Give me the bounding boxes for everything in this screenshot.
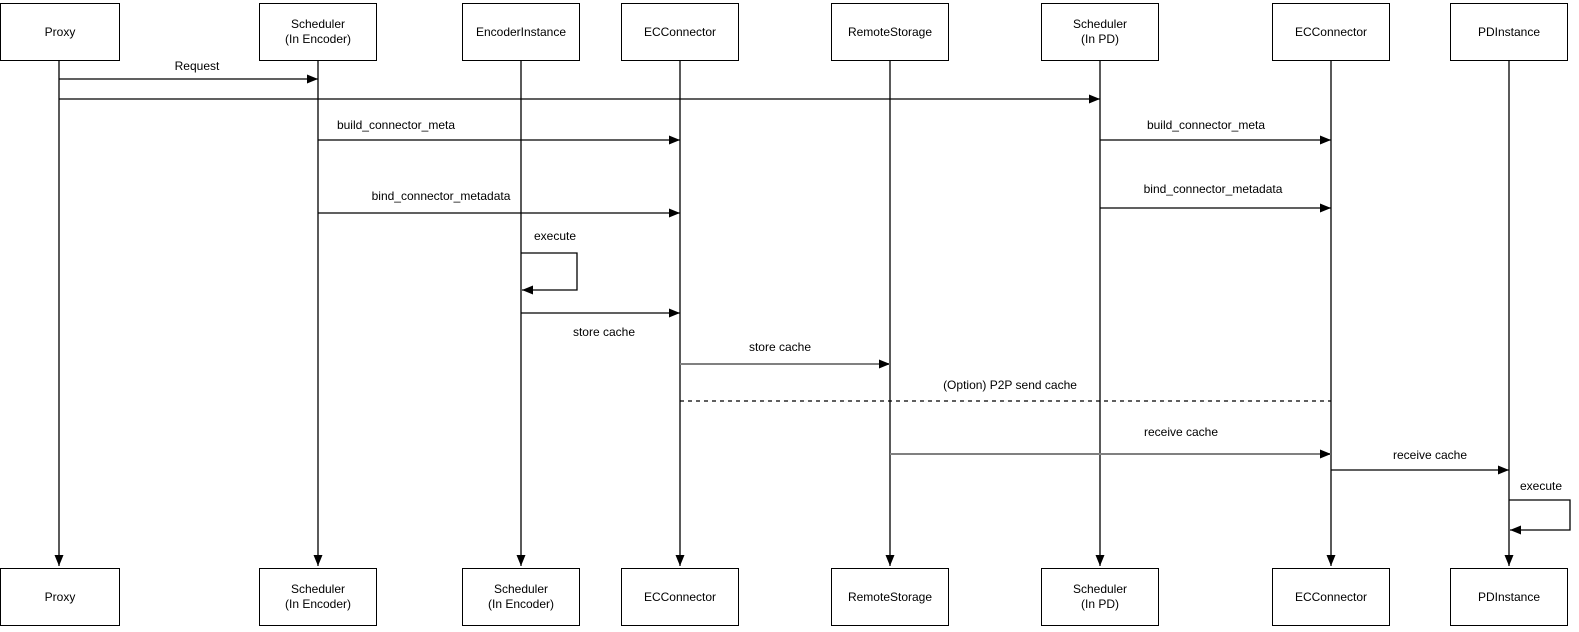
actor-label-line: (In PD)	[1080, 32, 1119, 46]
message-label-bind-connector-metadata-pd: bind_connector_metadata	[1144, 182, 1283, 196]
actor-bottom-proxy: Proxy	[0, 568, 120, 626]
actor-top-pd-instance: PDInstance	[1450, 3, 1568, 61]
actor-label-line: Scheduler	[1072, 582, 1128, 596]
actor-label-line: ECConnector	[1294, 589, 1368, 604]
actor-label-line: ECConnector	[1294, 24, 1368, 39]
message-label-p2p-send-cache: (Option) P2P send cache	[943, 378, 1077, 392]
message-label-build-connector-meta-encoder: build_connector_meta	[337, 118, 455, 132]
actor-top-proxy: Proxy	[0, 3, 120, 61]
actor-bottom-ec-connector-encoder: ECConnector	[621, 568, 739, 626]
message-label-receive-cache-ec-to-pd: receive cache	[1393, 448, 1467, 462]
actor-label-line: Scheduler	[290, 582, 346, 596]
actor-bottom-scheduler-in-pd: Scheduler(In PD)	[1041, 568, 1159, 626]
actor-top-scheduler-in-encoder: Scheduler(In Encoder)	[259, 3, 377, 61]
actor-label-line: Scheduler	[493, 582, 549, 596]
self-message-execute-encoder	[521, 252, 578, 295]
actor-label-line: (In PD)	[1080, 597, 1119, 611]
actor-label-line: PDInstance	[1477, 589, 1541, 604]
actor-top-scheduler-in-pd: Scheduler(In PD)	[1041, 3, 1159, 61]
message-label-request: Request	[175, 59, 220, 73]
message-label-bind-connector-metadata-encoder: bind_connector_metadata	[372, 189, 511, 203]
message-label-execute-encoder: execute	[534, 229, 576, 243]
actor-label-line: Scheduler	[1072, 17, 1128, 31]
actor-bottom-ec-connector-pd: ECConnector	[1272, 568, 1390, 626]
message-label-build-connector-meta-pd: build_connector_meta	[1147, 118, 1265, 132]
actor-label-line: EncoderInstance	[475, 24, 567, 39]
actor-top-encoder-instance: EncoderInstance	[462, 3, 580, 61]
self-message-execute-pd	[1509, 499, 1571, 535]
actor-top-ec-connector-encoder: ECConnector	[621, 3, 739, 61]
actor-label-line: ECConnector	[643, 589, 717, 604]
actor-label-line: RemoteStorage	[847, 589, 933, 604]
actor-label-line: Proxy	[44, 24, 76, 39]
actor-label-line: ECConnector	[643, 24, 717, 39]
actor-bottom-encoder-instance: Scheduler(In Encoder)	[462, 568, 580, 626]
actor-label-line: Proxy	[44, 589, 76, 604]
message-label-store-cache-ec-to-remote: store cache	[749, 340, 811, 354]
actor-bottom-remote-storage: RemoteStorage	[831, 568, 949, 626]
actor-label-line: (In Encoder)	[284, 597, 352, 611]
actor-bottom-scheduler-in-encoder: Scheduler(In Encoder)	[259, 568, 377, 626]
actor-top-remote-storage: RemoteStorage	[831, 3, 949, 61]
actor-label-line: (In Encoder)	[284, 32, 352, 46]
message-label-store-cache-encoder-to-ec: store cache	[573, 325, 635, 339]
actor-label-line: RemoteStorage	[847, 24, 933, 39]
actor-label-line: (In Encoder)	[487, 597, 555, 611]
actor-top-ec-connector-pd: ECConnector	[1272, 3, 1390, 61]
actor-label-line: Scheduler	[290, 17, 346, 31]
message-label-execute-pd: execute	[1520, 479, 1562, 493]
actor-bottom-pd-instance: PDInstance	[1450, 568, 1568, 626]
message-label-receive-cache-remote-to-ec: receive cache	[1144, 425, 1218, 439]
actor-label-line: PDInstance	[1477, 24, 1541, 39]
